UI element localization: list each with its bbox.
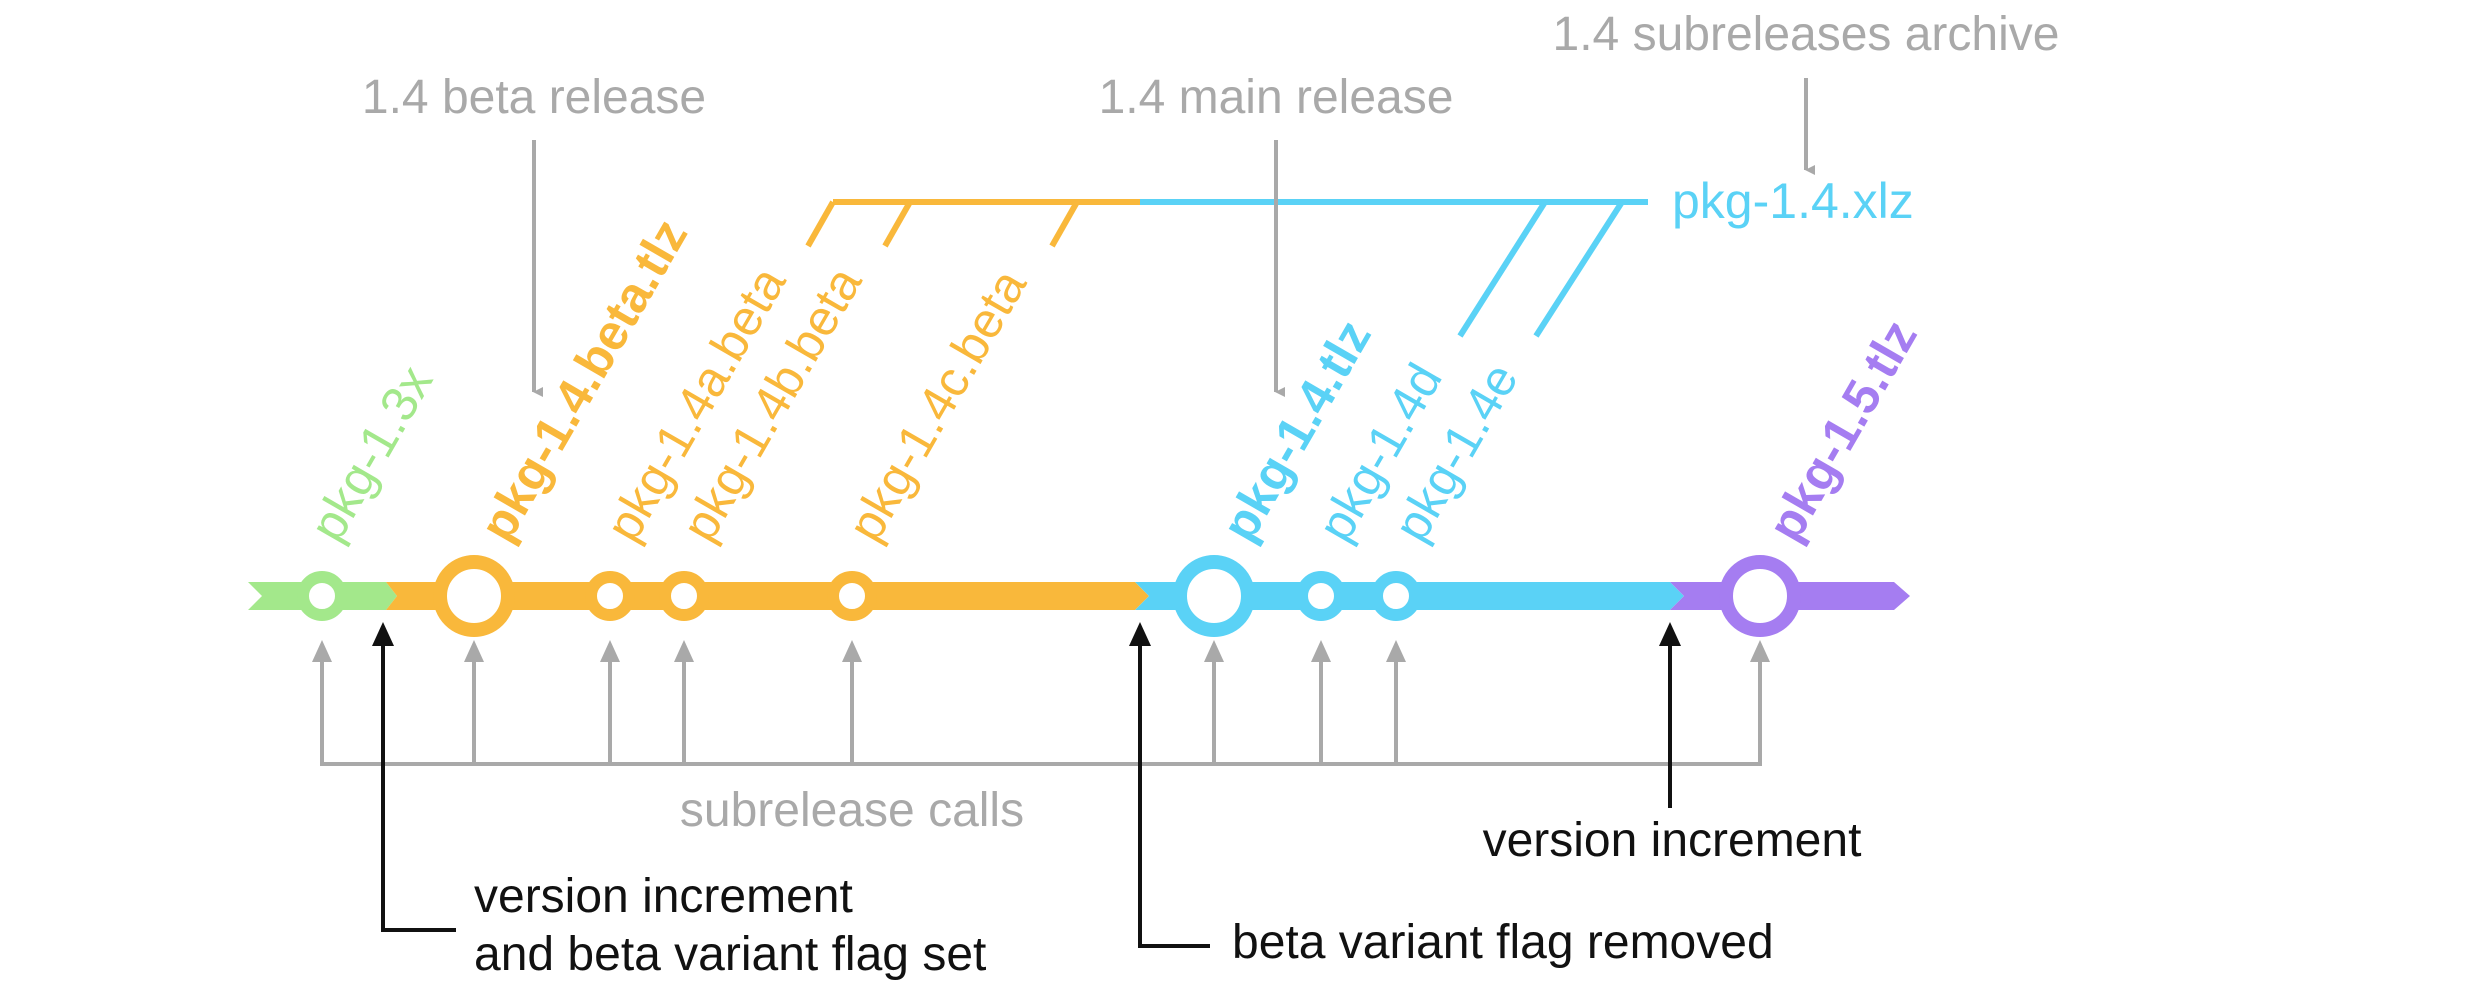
version-increment-label-2: version increment [1483, 814, 1862, 867]
node-pkg-1-5 [1719, 555, 1801, 637]
arrowhead [1750, 640, 1770, 662]
archive-diag-4b [882, 200, 913, 248]
label-pkg-1-4c-beta: pkg-1.4c.beta [837, 260, 1037, 551]
node-pkg-1-4-beta [433, 555, 515, 637]
arrowhead [674, 640, 694, 662]
archive-diag-4d [1457, 200, 1548, 338]
release-nodes [297, 555, 1801, 637]
archive-diag-4a [805, 200, 836, 248]
node-pkg-1-4e [1371, 571, 1421, 621]
arrowhead [600, 640, 620, 662]
subrelease-bracket [320, 678, 1762, 766]
top-annotations: 1.4 beta release 1.4 main release 1.4 su… [362, 8, 2060, 397]
label-pkg-1-3x: pkg-1.3x [299, 356, 443, 550]
node-pkg-1-3x [297, 571, 347, 621]
main-release-label: 1.4 main release [1099, 71, 1454, 124]
arrowhead-black [1659, 622, 1681, 646]
subrelease-arrowheads [312, 640, 1770, 662]
node-pkg-1-4b-beta [659, 571, 709, 621]
beta-release-label: 1.4 beta release [362, 71, 706, 124]
archive-file-label: pkg-1.4.xlz [1672, 173, 1914, 229]
subreleases-archive-label: 1.4 subreleases archive [1553, 8, 2060, 61]
node-pkg-1-4d [1296, 571, 1346, 621]
subrelease-calls-label: subrelease calls [680, 784, 1024, 837]
archive-connectors [805, 199, 1648, 338]
subrelease-calls [320, 652, 1762, 766]
node-pkg-1-4 [1173, 555, 1255, 637]
arrowhead-black [372, 622, 394, 646]
arrowhead [1386, 640, 1406, 662]
version-increment-arrow-1 [381, 640, 456, 932]
package-labels: pkg-1.3x pkg-1.4.beta.tlz pkg-1.4a.beta … [299, 210, 1928, 551]
beta-flag-set-label: and beta variant flag set [474, 928, 986, 981]
beta-flag-removed-label: beta variant flag removed [1232, 916, 1774, 969]
archive-diag-4e [1533, 200, 1625, 338]
arrowhead-black [1129, 622, 1151, 646]
arrowhead [464, 640, 484, 662]
arrowhead [312, 640, 332, 662]
segment-orange [386, 582, 1149, 610]
node-pkg-1-4c-beta [827, 571, 877, 621]
beta-flag-removed-arrow [1138, 640, 1210, 948]
arrowhead [1311, 640, 1331, 662]
arrowhead [842, 640, 862, 662]
version-annotations: version increment and beta variant flag … [372, 622, 1861, 981]
archive-diag-4c [1049, 200, 1080, 248]
node-pkg-1-4a-beta [585, 571, 635, 621]
arrowhead [1204, 640, 1224, 662]
label-pkg-1-5: pkg-1.5.tlz [1757, 311, 1928, 551]
version-increment-label-1: version increment [474, 870, 853, 923]
